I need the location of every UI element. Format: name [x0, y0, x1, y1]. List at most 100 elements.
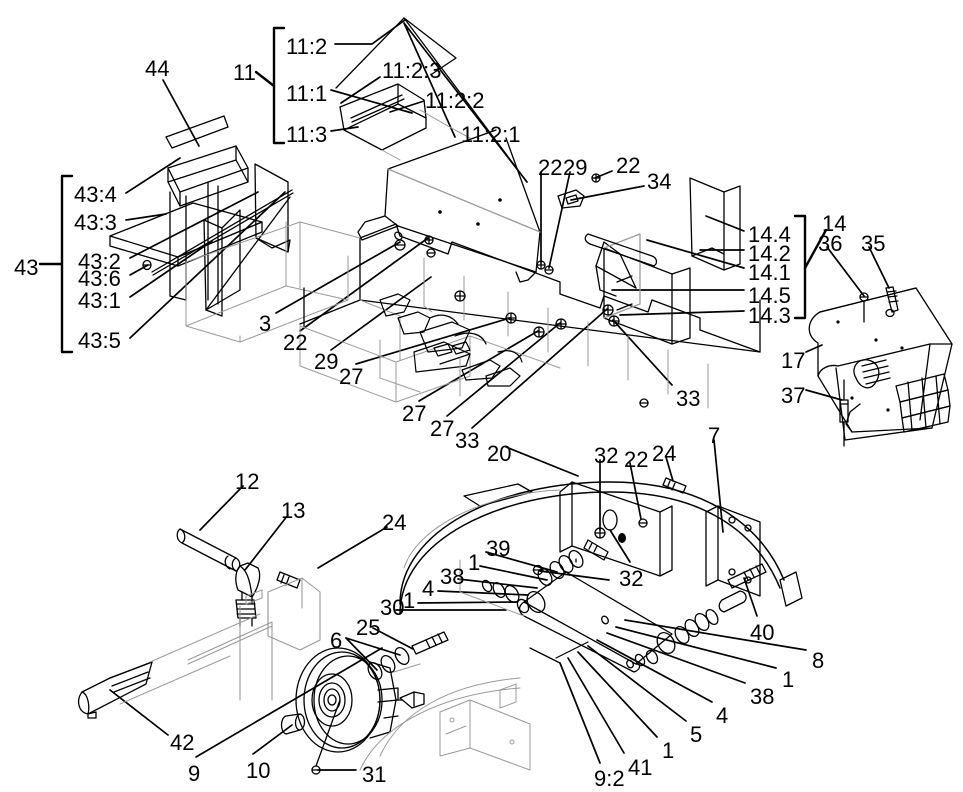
callout-3: 3: [259, 311, 272, 336]
callout-8: 8: [812, 648, 825, 673]
linkage-fasteners-left: [481, 539, 609, 604]
callout-14-1: 14.1: [748, 260, 791, 285]
callout-34: 34: [647, 169, 672, 194]
callout-42: 42: [170, 730, 195, 755]
part-guard-gusset: [595, 241, 637, 297]
callout-43-4: 43:4: [74, 182, 117, 207]
part-43-bracket-plate: [203, 209, 241, 317]
callout-12: 12: [235, 469, 260, 494]
callout-30: 30: [380, 595, 405, 620]
part-43-upright-left: [169, 191, 187, 301]
part-43-long-rod-1: [151, 189, 294, 276]
bumper-fasteners: [638, 518, 648, 528]
part-40-bolt: [727, 563, 767, 589]
part-6-connector: [395, 691, 425, 709]
callout-44: 44: [145, 56, 170, 81]
callout-13: 13: [281, 498, 306, 523]
callout-24-a: 24: [652, 441, 677, 466]
part-43-6-screw: [142, 259, 152, 271]
part-34-clamp: [557, 189, 585, 209]
callout-10: 10: [246, 758, 271, 783]
part-7-mount-plate: [559, 481, 673, 577]
part-14-rear-plate: [689, 177, 741, 271]
part-37-pin: [839, 379, 849, 447]
chassis-fasteners: [394, 173, 649, 576]
callout-4-b: 4: [716, 703, 729, 728]
callout-37: 37: [781, 383, 806, 408]
bracket-43: [38, 174, 74, 354]
callout-40: 40: [750, 620, 775, 645]
part-12-hose: [176, 528, 241, 572]
callout-32-b: 32: [619, 566, 644, 591]
callout-11-2-3: 11:2:3: [382, 58, 442, 83]
callout-17: 17: [781, 348, 806, 373]
part-17-grille: [895, 373, 951, 433]
part-bracket-left: [187, 577, 321, 701]
callout-9: 9: [188, 761, 201, 786]
part-44-plate: [165, 115, 229, 149]
callout-11-2-2: 11:2:2: [425, 88, 485, 113]
washers-left-of-drum: [367, 646, 410, 681]
callout-29-b: 29: [314, 349, 339, 374]
callout-11-3: 11:3: [286, 122, 328, 147]
part-11-2-top-outline: [335, 17, 528, 183]
part-43-upright-tall: [207, 181, 219, 305]
callout-11-2-1: 11:2:1: [461, 122, 521, 147]
callout-39: 39: [486, 536, 511, 561]
callout-43-1: 43:1: [78, 288, 121, 313]
callout-6: 6: [330, 628, 343, 653]
callout-14: 14: [822, 211, 847, 236]
callout-14-2: 14.2: [748, 241, 791, 266]
part-14-tube: [584, 233, 658, 267]
callout-27-b: 27: [402, 401, 427, 426]
callout-33-a: 33: [676, 386, 701, 411]
callout-14-3: 14.3: [748, 303, 791, 328]
bracket-11: [254, 26, 286, 145]
callout-1-a: 1: [468, 550, 481, 575]
callout-43-2: 43:2: [78, 249, 121, 274]
part-11-2-1-panel: [357, 129, 541, 283]
part-35-screw: [885, 286, 899, 318]
callout-22-b: 22: [616, 153, 641, 178]
part-linkage-bar: [518, 571, 676, 673]
callout-27-a: 27: [339, 364, 364, 389]
callout-35: 35: [861, 231, 886, 256]
callout-24-b: 24: [382, 510, 407, 535]
callout-1-d: 1: [662, 738, 675, 763]
part-11-thin-links: [381, 109, 471, 161]
callout-4-a: 4: [422, 576, 435, 601]
callout-11-2: 11:2: [286, 34, 328, 59]
part-31-screw: [311, 699, 341, 775]
part-7-mount-plate-right: [705, 505, 761, 597]
part-20-bumper-ends: [463, 483, 803, 607]
part-24-bolt-top: [662, 477, 687, 494]
callout-43-5: 43:5: [78, 328, 121, 353]
callout-43-6: 43:6: [78, 266, 121, 291]
part-43-tray: [167, 145, 249, 207]
bracket-14: [793, 214, 828, 320]
part-43-panel-right: [254, 163, 291, 253]
lower-chassis-faint: [359, 677, 531, 771]
callout-20: 20: [487, 441, 512, 466]
callout-25: 25: [356, 615, 381, 640]
chassis-thin-detail: [185, 221, 709, 409]
callout-36: 36: [818, 231, 843, 256]
part-36-bolt: [859, 292, 869, 323]
callout-11-1: 11:1: [286, 81, 328, 106]
callout-22-c: 22: [283, 330, 308, 355]
part-14-plate-group: [603, 233, 691, 345]
callout-31: 31: [362, 762, 387, 787]
part-6-drum: [295, 647, 399, 753]
part-24-bolt-left: [276, 571, 301, 589]
callout-38-b: 38: [750, 684, 775, 709]
callout-14-5: 14.5: [748, 283, 791, 308]
callout-14-4: 14.4: [748, 222, 791, 247]
part-39-assembly: [516, 598, 530, 614]
callout-33-b: 33: [455, 428, 480, 453]
part-13-elbow: [235, 562, 261, 627]
callout-38-a: 38: [440, 564, 465, 589]
part-10-bushing: [280, 713, 306, 735]
callout-32-a: 32: [594, 443, 619, 468]
